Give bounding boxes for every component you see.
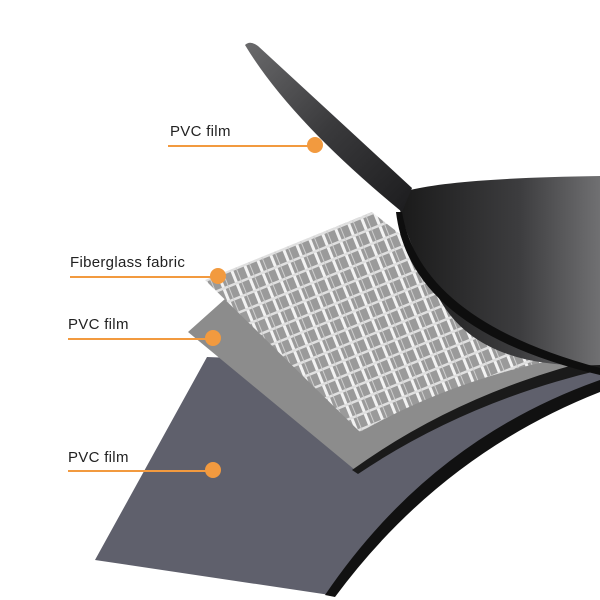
marker-dot-middle bbox=[205, 330, 221, 346]
bottom-pvc-film bbox=[95, 357, 600, 595]
marker-dot-top bbox=[307, 137, 323, 153]
marker-dot-bottom bbox=[205, 462, 221, 478]
label-fiberglass-fabric: Fiberglass fabric bbox=[70, 254, 186, 271]
top-film-curl bbox=[400, 176, 600, 366]
middle-film-edge bbox=[352, 358, 600, 474]
top-film-edge bbox=[396, 212, 600, 375]
fiberglass-mesh bbox=[205, 212, 600, 432]
label-top-pvc-film: PVC film bbox=[170, 123, 231, 140]
marker-dot-fiberglass bbox=[210, 268, 226, 284]
label-bottom-pvc-film: PVC film bbox=[68, 449, 129, 466]
label-middle-pvc-film: PVC film bbox=[68, 316, 129, 333]
bottom-film-edge bbox=[325, 380, 600, 597]
top-pvc-film bbox=[245, 42, 412, 213]
